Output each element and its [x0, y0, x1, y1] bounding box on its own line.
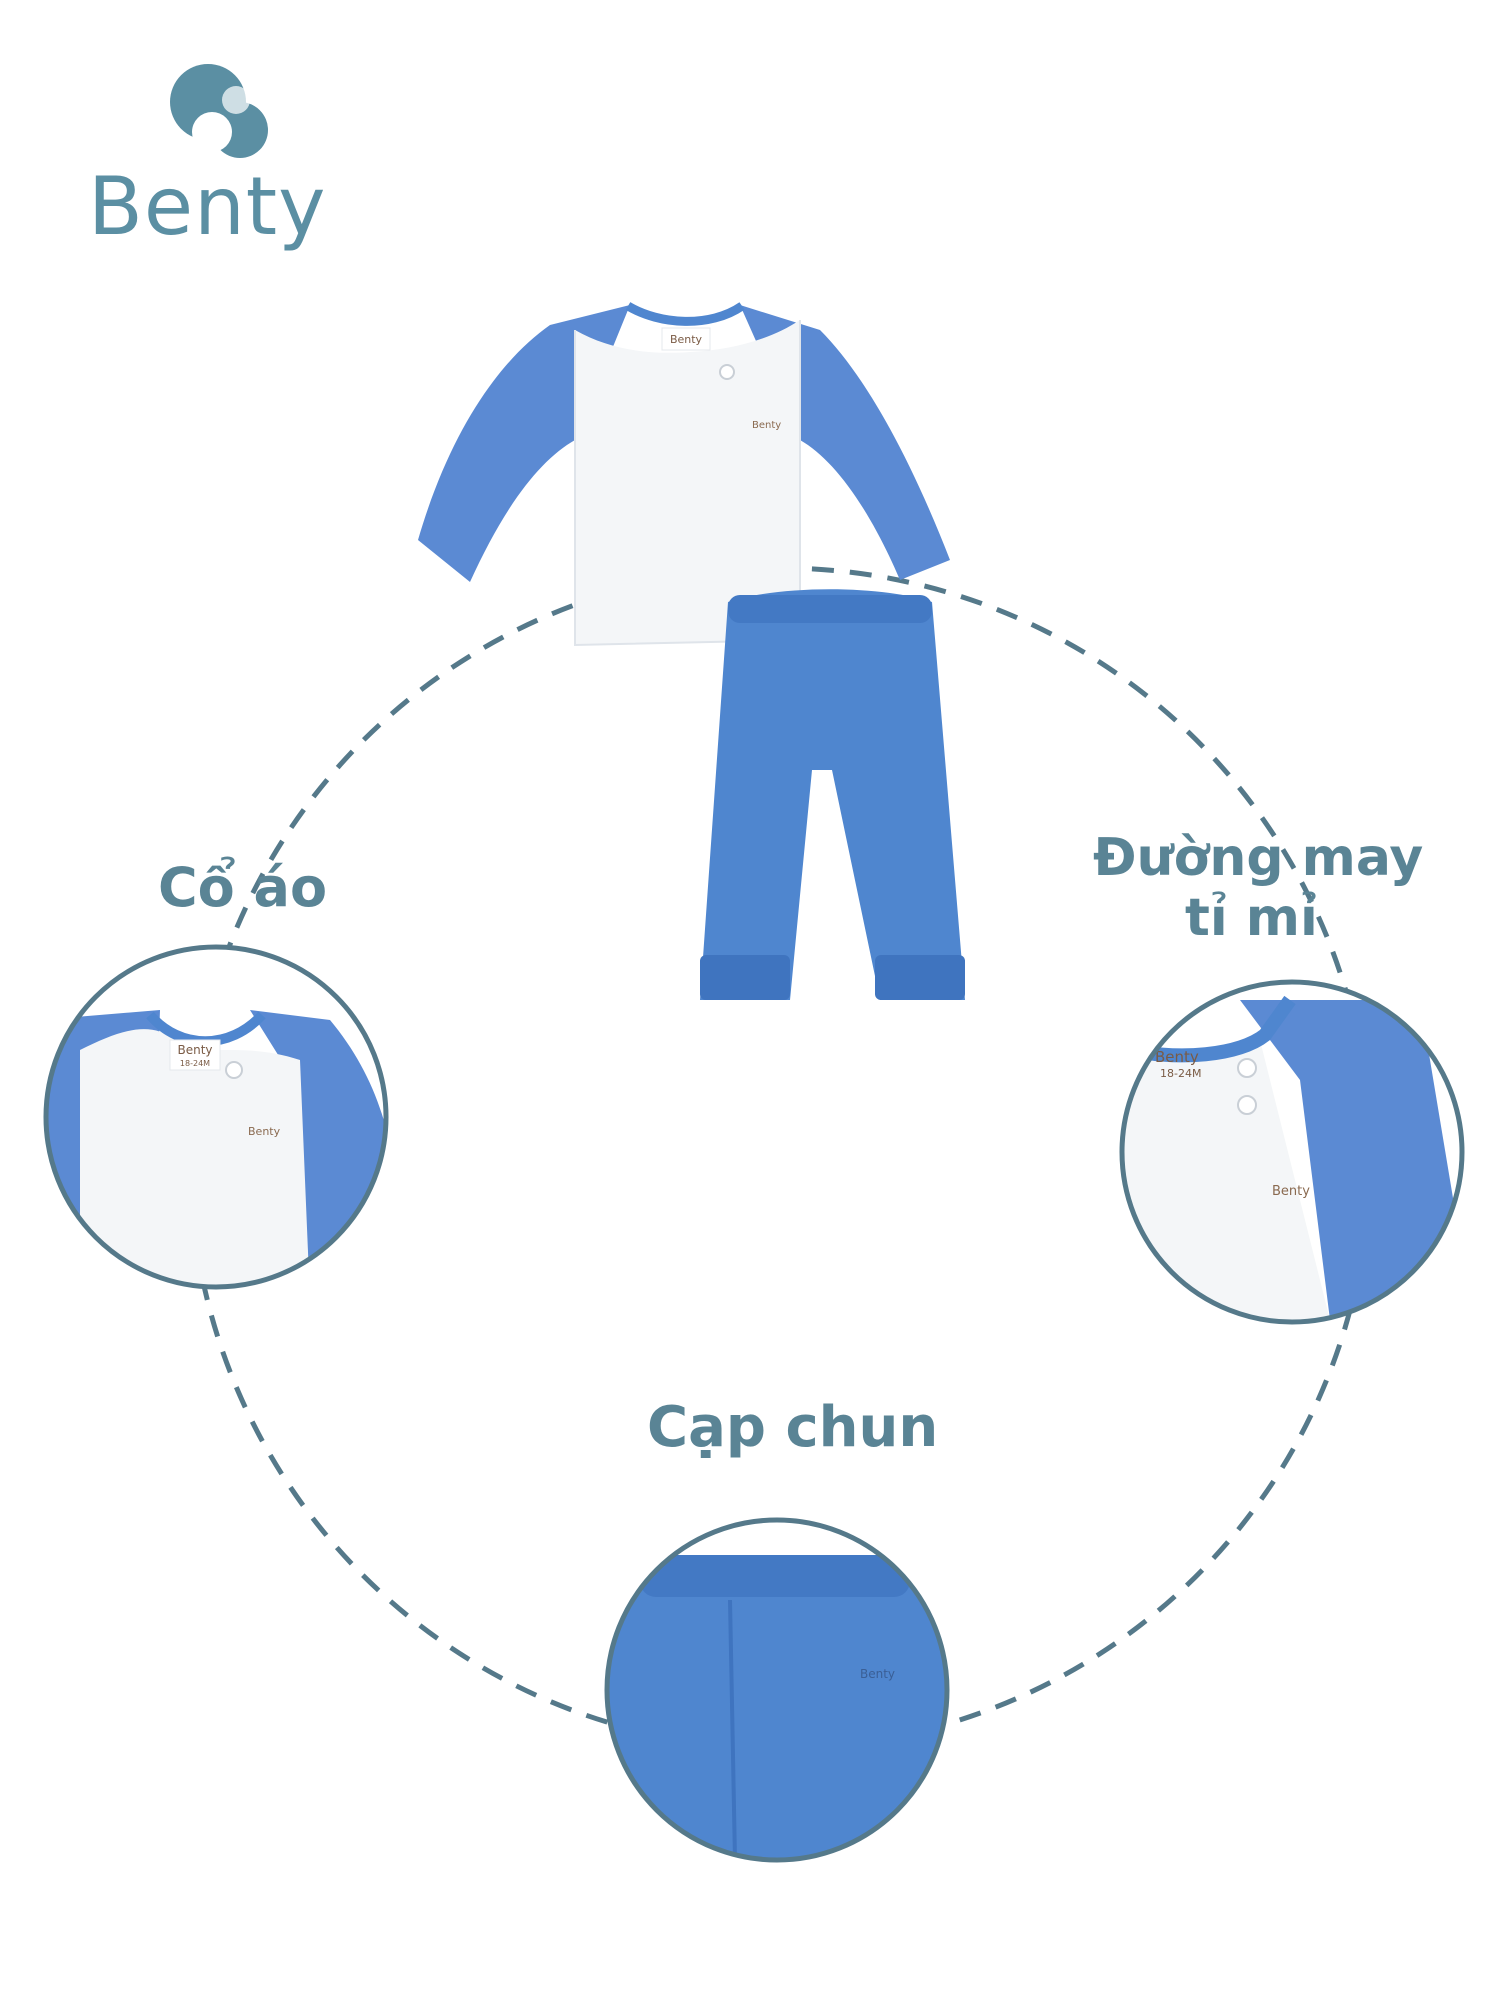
stitching-detail-frame [1119, 979, 1465, 1325]
collar-detail-frame [43, 944, 389, 1290]
waistband-detail-frame [604, 1517, 950, 1863]
collar-print-brand: Benty [248, 1125, 281, 1138]
stitching-feature-label-line2: tỉ mỉ [1185, 888, 1318, 948]
shirt-print-brand: Benty [752, 420, 781, 431]
stylized-b-logo-icon [170, 64, 268, 158]
shirt-illustration: Benty Benty [418, 302, 950, 647]
stitching-detail-image: Benty 18-24M Benty [1122, 982, 1462, 1322]
collar-tag-brand: Benty [177, 1043, 212, 1057]
waistband-print-brand: Benty [860, 1667, 895, 1681]
waistband-feature-label: Cạp chun [647, 1395, 939, 1460]
stitching-feature-label-line1: Đường may [1093, 828, 1424, 888]
waistband-detail-image: Benty [607, 1520, 947, 1860]
collar-detail-image: Benty 18-24M Benty [46, 947, 386, 1287]
brand-wordmark: Benty [88, 160, 327, 253]
pants-illustration [700, 589, 965, 1000]
shirt-tag-brand: Benty [670, 333, 703, 346]
collar-feature-label: Cổ áo [158, 856, 328, 919]
collar-tag-size: 18-24M [180, 1059, 210, 1068]
stitching-tag-brand: Benty [1155, 1048, 1199, 1066]
stitching-tag-size: 18-24M [1160, 1067, 1201, 1080]
stitching-print-brand: Benty [1272, 1184, 1310, 1199]
